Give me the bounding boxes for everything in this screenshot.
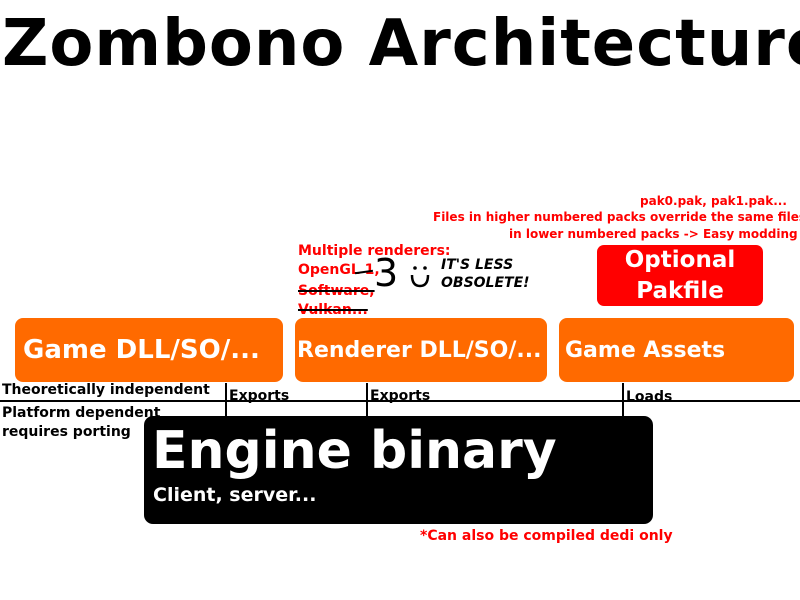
engine-binary-title: Engine binary <box>152 421 557 481</box>
theoretically-independent-note: Theoretically independent <box>2 382 210 398</box>
renderer-dll-label: Renderer DLL/SO/... <box>297 337 542 363</box>
handwritten-three: 3 <box>374 251 399 295</box>
exports-label-2: Exports <box>370 388 431 404</box>
pak-note-line3: in lower numbered packs -> Easy modding <box>509 227 798 241</box>
less-obsolete-line2: OBSOLETE! <box>441 275 530 291</box>
divider-line <box>0 400 800 402</box>
renderer-opengl-label: OpenGL 1, <box>298 262 380 278</box>
optional-pakfile-line1: Optional <box>624 247 736 273</box>
renderer-opengl: OpenGL 1, <box>298 262 380 278</box>
platform-dependent-line1: Platform dependent <box>2 405 161 421</box>
exports-label-1: Exports <box>229 388 290 404</box>
renderer-vulkan: Vulkan... <box>298 302 368 318</box>
optional-pakfile-box: Optional Pakfile <box>597 245 763 306</box>
page-title: Zombono Architecture <box>2 7 800 81</box>
renderer-connector <box>366 383 368 419</box>
engine-binary-box: Engine binary Client, server... <box>144 416 653 524</box>
dedi-footnote: *Can also be compiled dedi only <box>420 528 673 544</box>
smiley-icon <box>410 266 430 288</box>
engine-binary-subtitle: Client, server... <box>153 484 317 506</box>
optional-pakfile-line2: Pakfile <box>636 278 724 304</box>
pak-note-line1: pak0.pak, pak1.pak... <box>640 194 787 208</box>
renderers-heading: Multiple renderers: <box>298 243 451 259</box>
platform-dependent-line2: requires porting <box>2 424 131 440</box>
renderer-software: Software, <box>298 283 375 299</box>
pak-note-line2: Files in higher numbered packs override … <box>433 210 800 224</box>
game-dll-label: Game DLL/SO/... <box>23 335 260 365</box>
renderer-dll-box: Renderer DLL/SO/... <box>295 318 547 382</box>
loads-label: Loads <box>626 389 673 405</box>
assets-connector <box>622 383 624 419</box>
game-dll-box: Game DLL/SO/... <box>15 318 283 382</box>
less-obsolete-line1: IT'S LESS <box>441 257 514 273</box>
game-dll-connector <box>225 383 227 419</box>
game-assets-label: Game Assets <box>565 337 726 363</box>
game-assets-box: Game Assets <box>559 318 794 382</box>
